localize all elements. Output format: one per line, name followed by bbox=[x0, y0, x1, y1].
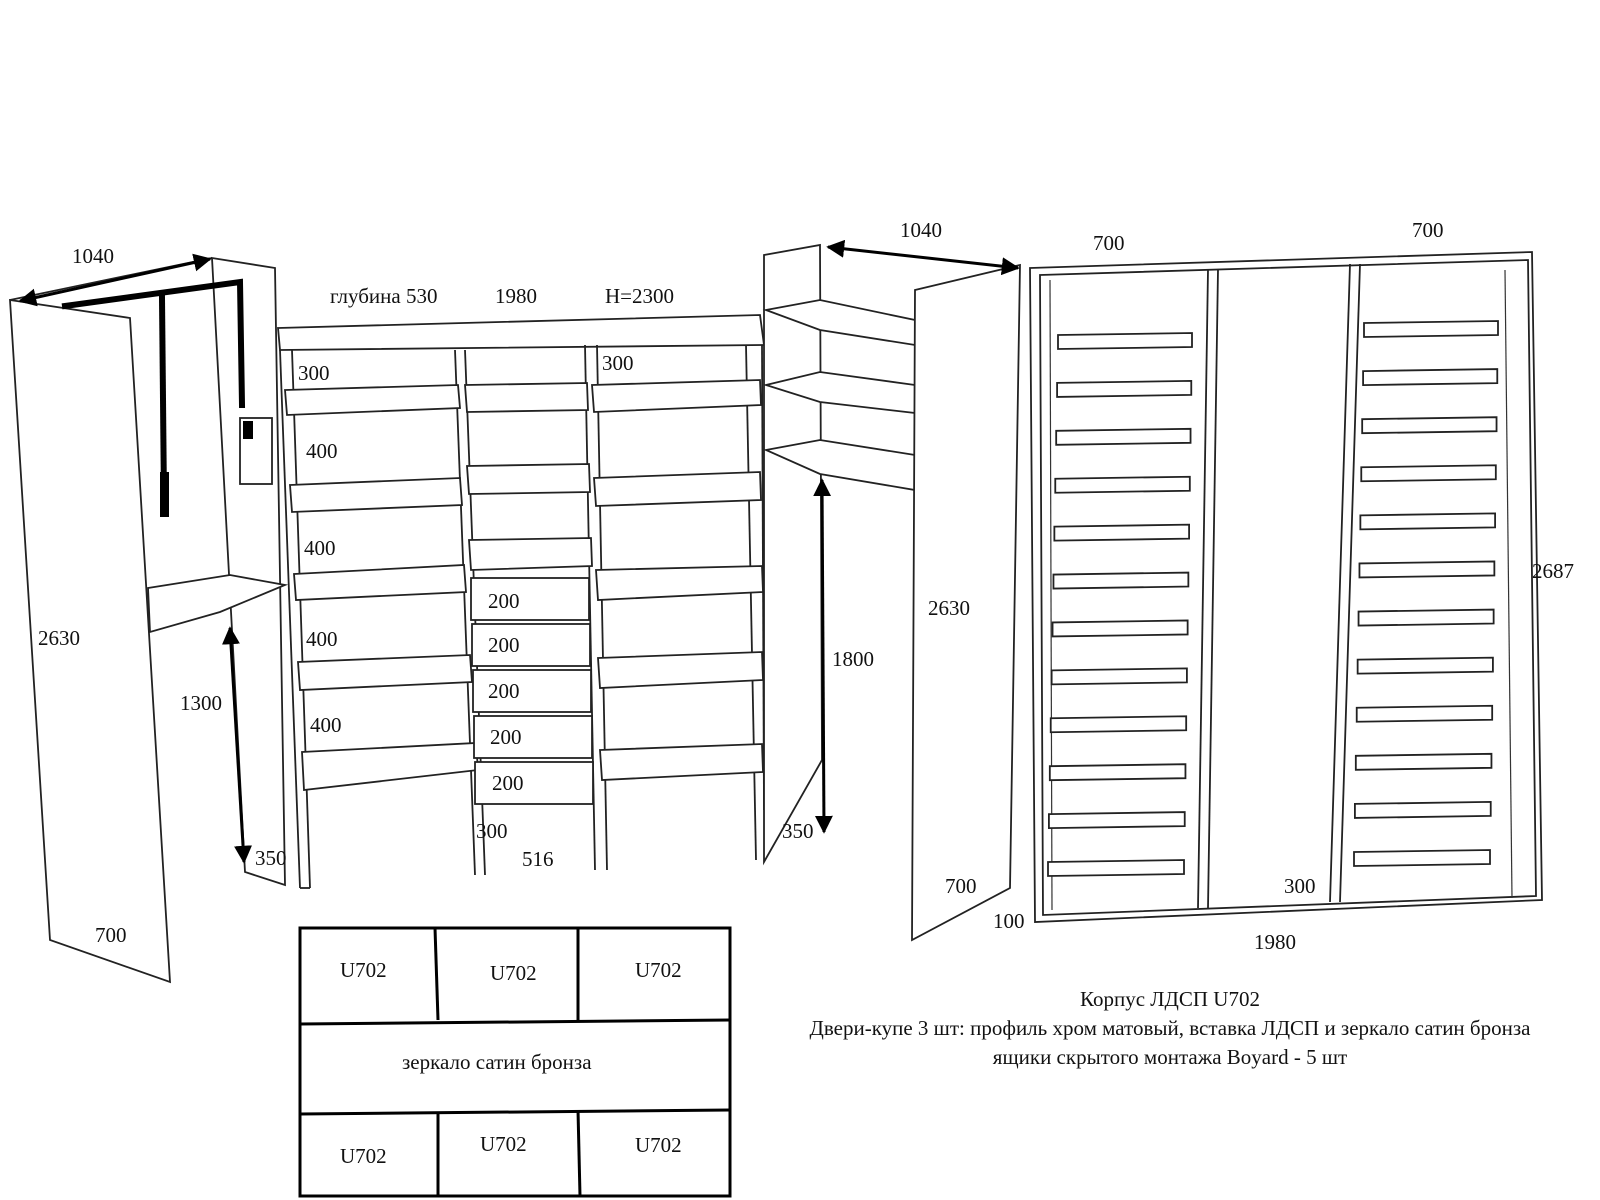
left-bay-shelves bbox=[284, 384, 479, 792]
right-depth-label: 700 bbox=[945, 874, 977, 898]
facade-plinth-label: 100 bbox=[993, 909, 1025, 933]
panel-code-label: U702 bbox=[635, 958, 682, 982]
bottom-left-label: 300 bbox=[476, 819, 508, 843]
panel-code-label: U702 bbox=[635, 1133, 682, 1157]
door-panel-grid bbox=[298, 926, 732, 1198]
facade-shelf bbox=[1359, 512, 1496, 531]
drawer-label: 200 bbox=[490, 725, 522, 749]
mirror-panel-label: зеркало сатин бронза bbox=[402, 1050, 592, 1074]
shelf-label: 400 bbox=[304, 536, 336, 560]
facade-shelf bbox=[1047, 859, 1185, 877]
facade-shelf bbox=[1356, 656, 1494, 675]
specification-notes: Корпус ЛДСП U702 Двери-купе 3 шт: профил… bbox=[740, 985, 1600, 1072]
left-corner-unit bbox=[9, 253, 289, 984]
facade-gap-label: 300 bbox=[1284, 874, 1316, 898]
shelf-label: 300 bbox=[298, 361, 330, 385]
facade-shelf bbox=[1357, 608, 1495, 627]
right-width-label: 1040 bbox=[900, 218, 942, 242]
facade-shelf bbox=[1050, 667, 1188, 686]
panel-code-label: U702 bbox=[480, 1132, 527, 1156]
facade-shelf bbox=[1055, 427, 1192, 446]
facade-shelf bbox=[1358, 560, 1496, 579]
center-width-label: 1980 bbox=[495, 284, 537, 308]
facade-shelf bbox=[1048, 763, 1187, 782]
facade-height-label: 2687 bbox=[1532, 559, 1574, 583]
facade-right-top-label: 700 bbox=[1412, 218, 1444, 242]
left-width-label: 1040 bbox=[72, 244, 114, 268]
left-height-label: 2630 bbox=[38, 626, 80, 650]
facade-shelf bbox=[1054, 475, 1191, 494]
panel-code-label: U702 bbox=[340, 1144, 387, 1168]
shelf-label: 400 bbox=[306, 627, 338, 651]
drawer-label: 200 bbox=[488, 589, 520, 613]
facade-shelves-right bbox=[1353, 320, 1499, 867]
facade-shelf bbox=[1354, 752, 1493, 771]
right-rail-height-label: 1800 bbox=[832, 647, 874, 671]
spec-line-drawers: ящики скрытого монтажа Boyard - 5 шт bbox=[992, 1045, 1348, 1069]
dimension-labels: 1040 2630 700 1300 350 глубина 530 1980 … bbox=[38, 218, 1574, 1168]
facade-shelf bbox=[1361, 416, 1498, 435]
facade-left-top-label: 700 bbox=[1093, 231, 1125, 255]
facade-shelf bbox=[1354, 800, 1492, 819]
panel-code-label: U702 bbox=[490, 961, 537, 985]
center-shelving-unit bbox=[277, 314, 766, 889]
facade-shelf bbox=[1360, 464, 1497, 483]
right-corner-unit bbox=[762, 239, 1021, 942]
shelf-label: 400 bbox=[306, 439, 338, 463]
bottom-mid-label: 516 bbox=[522, 847, 554, 871]
facade-shelf bbox=[1057, 332, 1193, 350]
facade-shelf bbox=[1056, 379, 1193, 398]
shelf-label: 400 bbox=[310, 713, 342, 737]
right-height-label: 2630 bbox=[928, 596, 970, 620]
spec-line-body: Корпус ЛДСП U702 bbox=[1080, 987, 1260, 1011]
facade-shelf bbox=[1363, 320, 1499, 338]
facade-shelf bbox=[1362, 368, 1499, 387]
drawer-label: 200 bbox=[488, 633, 520, 657]
facade-shelf bbox=[1051, 619, 1189, 638]
right-top-shelf-label: 300 bbox=[602, 351, 634, 375]
depth-label: глубина 530 bbox=[330, 284, 437, 308]
facade-shelf bbox=[1049, 715, 1188, 734]
center-height-label: H=2300 bbox=[605, 284, 674, 308]
facade-shelf bbox=[1052, 571, 1190, 590]
facade-shelves-left bbox=[1047, 332, 1193, 877]
spec-line-doors: Двери-купе 3 шт: профиль хром матовый, в… bbox=[809, 1016, 1531, 1040]
right-bay-shelves bbox=[591, 379, 764, 781]
facade-view bbox=[1029, 251, 1543, 923]
left-depth-label: 700 bbox=[95, 923, 127, 947]
right-rail-bottom-label: 350 bbox=[782, 819, 814, 843]
drawer-label: 200 bbox=[488, 679, 520, 703]
drawer-stack bbox=[470, 577, 594, 805]
facade-width-label: 1980 bbox=[1254, 930, 1296, 954]
left-rail-bottom-label: 350 bbox=[255, 846, 287, 870]
middle-bay-shelves bbox=[464, 382, 593, 571]
drawer-label: 200 bbox=[492, 771, 524, 795]
facade-shelf bbox=[1355, 704, 1494, 723]
left-rail-height-label: 1300 bbox=[180, 691, 222, 715]
facade-shelf bbox=[1048, 811, 1186, 830]
facade-shelf bbox=[1353, 849, 1491, 867]
facade-shelf bbox=[1053, 523, 1190, 542]
panel-code-label: U702 bbox=[340, 958, 387, 982]
